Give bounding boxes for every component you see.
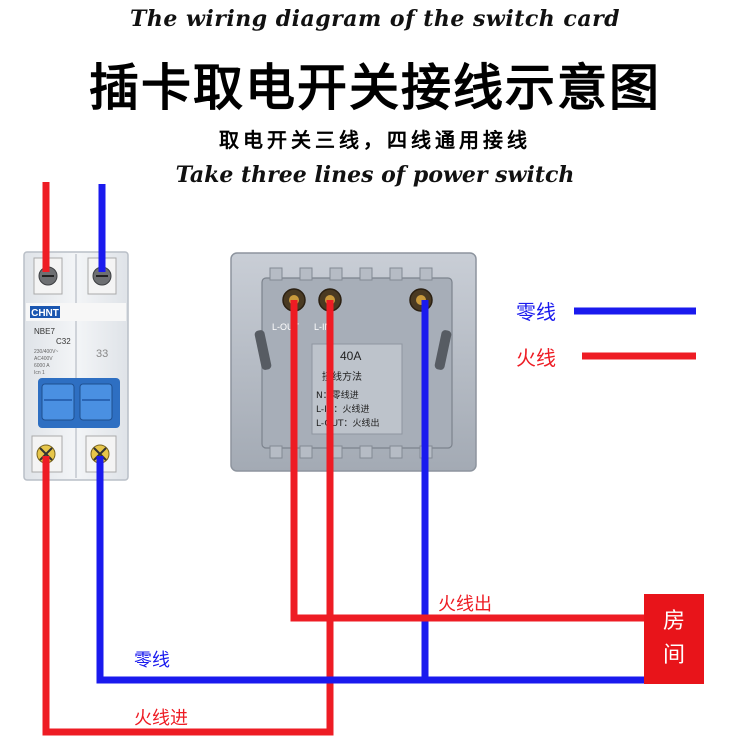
rating-text: C32 — [56, 337, 71, 346]
subtitle-english: Take three lines of power switch — [175, 162, 575, 188]
terminal-label-l-in: L-IN — [314, 322, 331, 332]
mount-tab-right — [434, 330, 452, 370]
wiring-method-line-3: L-OUT：火线出 — [316, 417, 380, 429]
legend-live-label: 火线 — [516, 346, 556, 370]
wiring-method-line-1: N：零线进 — [316, 389, 359, 401]
terminal-label-l-out: L-OUT — [272, 322, 300, 332]
wire-label-neutral: 零线 — [134, 650, 170, 671]
wire-label-live-out: 火线出 — [438, 594, 492, 615]
subtitle-chinese: 取电开关三线，四线通用接线 — [219, 128, 531, 152]
room-label-line-2: 间 — [662, 643, 685, 668]
pole-mark-text: 33 — [96, 348, 108, 360]
brand-badge — [30, 306, 60, 318]
live-in-wire — [42, 300, 334, 736]
breaker-fine-print-4: Icn 1 — [34, 370, 45, 376]
wire-label-live-in: 火线进 — [134, 708, 188, 729]
room-label-line-1: 房 — [662, 609, 685, 634]
circuit-breaker: CHNT NBE7 C32 230/400V~ AC400V 6000 A Ic… — [23, 251, 129, 481]
card-switch-back: L-OUT L-IN 40A 接线方法 N：零线进 L-IN：火线进 L-OUT… — [230, 252, 477, 472]
room-box: 房 间 — [644, 594, 704, 684]
breaker-toggle-left[interactable] — [41, 383, 75, 421]
breaker-fine-print-1: 230/400V~ — [34, 349, 58, 355]
switch-rating-text: 40A — [340, 349, 361, 363]
neutral-wire — [96, 456, 645, 684]
breaker-toggle-right[interactable] — [79, 383, 113, 421]
legend-neutral-label: 零线 — [516, 300, 556, 324]
brand-text: CHNT — [31, 308, 59, 319]
wiring-method-line-2: L-IN：火线进 — [316, 403, 370, 415]
breaker-fine-print-3: 6000 A — [34, 363, 50, 369]
mount-tab-left — [254, 330, 272, 370]
breaker-fine-print-2: AC400V — [34, 356, 53, 362]
title-english: The wiring diagram of the switch card — [129, 6, 621, 32]
model-text: NBE7 — [34, 327, 55, 336]
live-out-wire — [290, 300, 645, 622]
title-chinese: 插卡取电开关接线示意图 — [89, 59, 661, 117]
